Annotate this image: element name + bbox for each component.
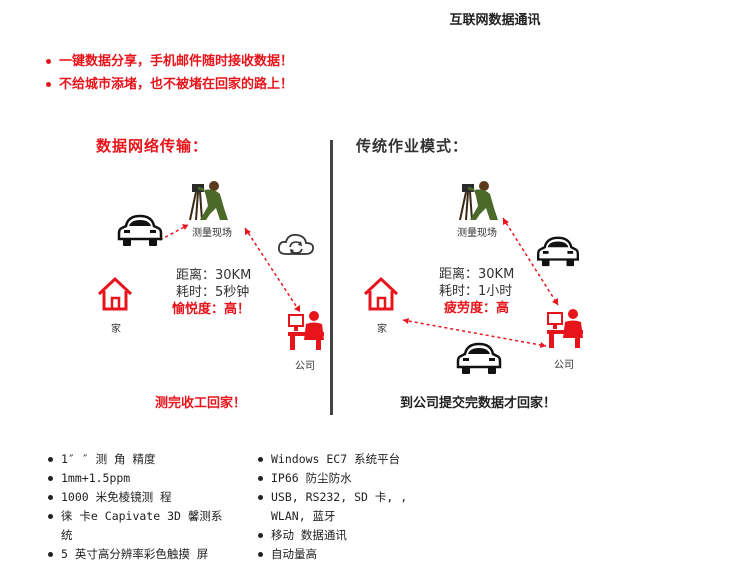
spec-item: 徕 卡e Capivate 3D 馨测系 (48, 507, 248, 526)
arrowhead (540, 342, 546, 348)
arrowhead (245, 228, 251, 235)
car-icon (536, 236, 580, 267)
spec-text: 自动量高 (271, 547, 317, 561)
arrowhead (294, 305, 300, 312)
highlight-item: 不给城市添堵，也不被堵在回家的路上！ (46, 73, 293, 92)
left-panel-title: 数据网络传输： (96, 137, 209, 155)
bullet-dot (48, 514, 53, 519)
spec-text: 徕 卡e Capivate 3D 馨测系 (61, 509, 223, 523)
surveyor-icon (459, 181, 498, 221)
bullet-spacer (258, 514, 263, 519)
spec-item: Windows EC7 系统平台 (258, 450, 458, 469)
right-panel-title: 传统作业模式： (356, 137, 469, 155)
page-title: 互联网数据通讯 (449, 13, 541, 28)
spec-text: Windows EC7 系统平台 (271, 452, 401, 466)
office-worker-icon (547, 309, 583, 348)
office-worker-icon (288, 311, 324, 350)
survey-site-label: 测量现场 (457, 228, 497, 239)
time-stat: 耗时：1小时 (439, 284, 513, 299)
spec-item-continued: 统 (48, 526, 248, 545)
arrowhead (503, 218, 509, 225)
specs-right-list: Windows EC7 系统平台 IP66 防尘防水 USB, RS232, S… (258, 450, 458, 564)
left-caption: 测完收工回家！ (155, 396, 247, 411)
spec-item: IP66 防尘防水 (258, 469, 458, 488)
house-icon (363, 276, 399, 311)
spec-text: 1mm+1.5ppm (61, 471, 131, 485)
car-icon (456, 342, 502, 374)
bullet-dot (258, 457, 263, 462)
spec-item: 5 英寸高分辨率彩色触摸 屏 (48, 545, 248, 564)
bullet-spacer (48, 533, 53, 538)
company-label: 公司 (554, 360, 574, 371)
bullet-dot (258, 552, 263, 557)
home-label: 家 (111, 324, 121, 335)
spec-text: 移动 数据通讯 (271, 528, 347, 542)
spec-item: USB, RS232, SD 卡, , (258, 488, 458, 507)
distance-stat: 距离：30KM (439, 267, 515, 282)
spec-item: 1″ ″ 测 角 精度 (48, 450, 248, 469)
arrowhead (182, 224, 188, 230)
spec-item-continued: WLAN, 蓝牙 (258, 507, 458, 526)
cloud-sync-icon (277, 233, 315, 255)
bullet-dot (258, 495, 263, 500)
arrowhead (403, 318, 409, 324)
bullet-dot (258, 476, 263, 481)
spec-text: 1000 米免棱镜测 程 (61, 490, 172, 504)
company-label: 公司 (295, 361, 315, 372)
fatigue-stat: 疲劳度：高 (444, 301, 510, 316)
arrowhead (552, 298, 558, 305)
arrow-site-company (244, 227, 301, 313)
arrow-site-company-right (502, 217, 559, 306)
spec-text: 5 英寸高分辨率彩色触摸 屏 (61, 547, 209, 561)
house-icon (97, 276, 133, 311)
spec-text: WLAN, 蓝牙 (271, 509, 336, 523)
highlight-text: 不给城市添堵，也不被堵在回家的路上！ (59, 77, 294, 92)
bullet-dot (258, 533, 263, 538)
spec-text: 统 (61, 528, 73, 542)
survey-site-label: 测量现场 (192, 228, 232, 239)
distance-stat: 距离：30KM (176, 268, 252, 283)
bullet-dot (48, 495, 53, 500)
spec-item: 自动量高 (258, 545, 458, 564)
bullet-dot (46, 82, 51, 87)
arrow-car-site (159, 224, 189, 241)
arrow-home-company-right (402, 319, 547, 347)
spec-text: USB, RS232, SD 卡, , (271, 490, 408, 504)
spec-text: IP66 防尘防水 (271, 471, 352, 485)
spec-item: 1000 米免棱镜测 程 (48, 488, 248, 507)
highlight-item: 一键数据分享，手机邮件随时接收数据！ (46, 50, 293, 69)
car-icon (117, 214, 163, 246)
surveyor-icon (189, 181, 228, 221)
spec-item: 1mm+1.5ppm (48, 469, 248, 488)
bullet-dot (46, 59, 51, 64)
right-caption: 到公司提交完数据才回家！ (400, 396, 557, 411)
spec-text: 1″ ″ 测 角 精度 (61, 452, 156, 466)
specs-left-list: 1″ ″ 测 角 精度 1mm+1.5ppm 1000 米免棱镜测 程 徕 卡e… (48, 450, 248, 564)
highlight-text: 一键数据分享，手机邮件随时接收数据！ (59, 54, 294, 69)
bullet-dot (48, 457, 53, 462)
home-label: 家 (377, 324, 387, 335)
panel-divider (330, 140, 333, 415)
bullet-dot (48, 552, 53, 557)
spec-item: 移动 数据通讯 (258, 526, 458, 545)
time-stat: 耗时：5秒钟 (176, 285, 250, 300)
bullet-dot (48, 476, 53, 481)
mood-stat: 愉悦度：高！ (172, 302, 251, 317)
